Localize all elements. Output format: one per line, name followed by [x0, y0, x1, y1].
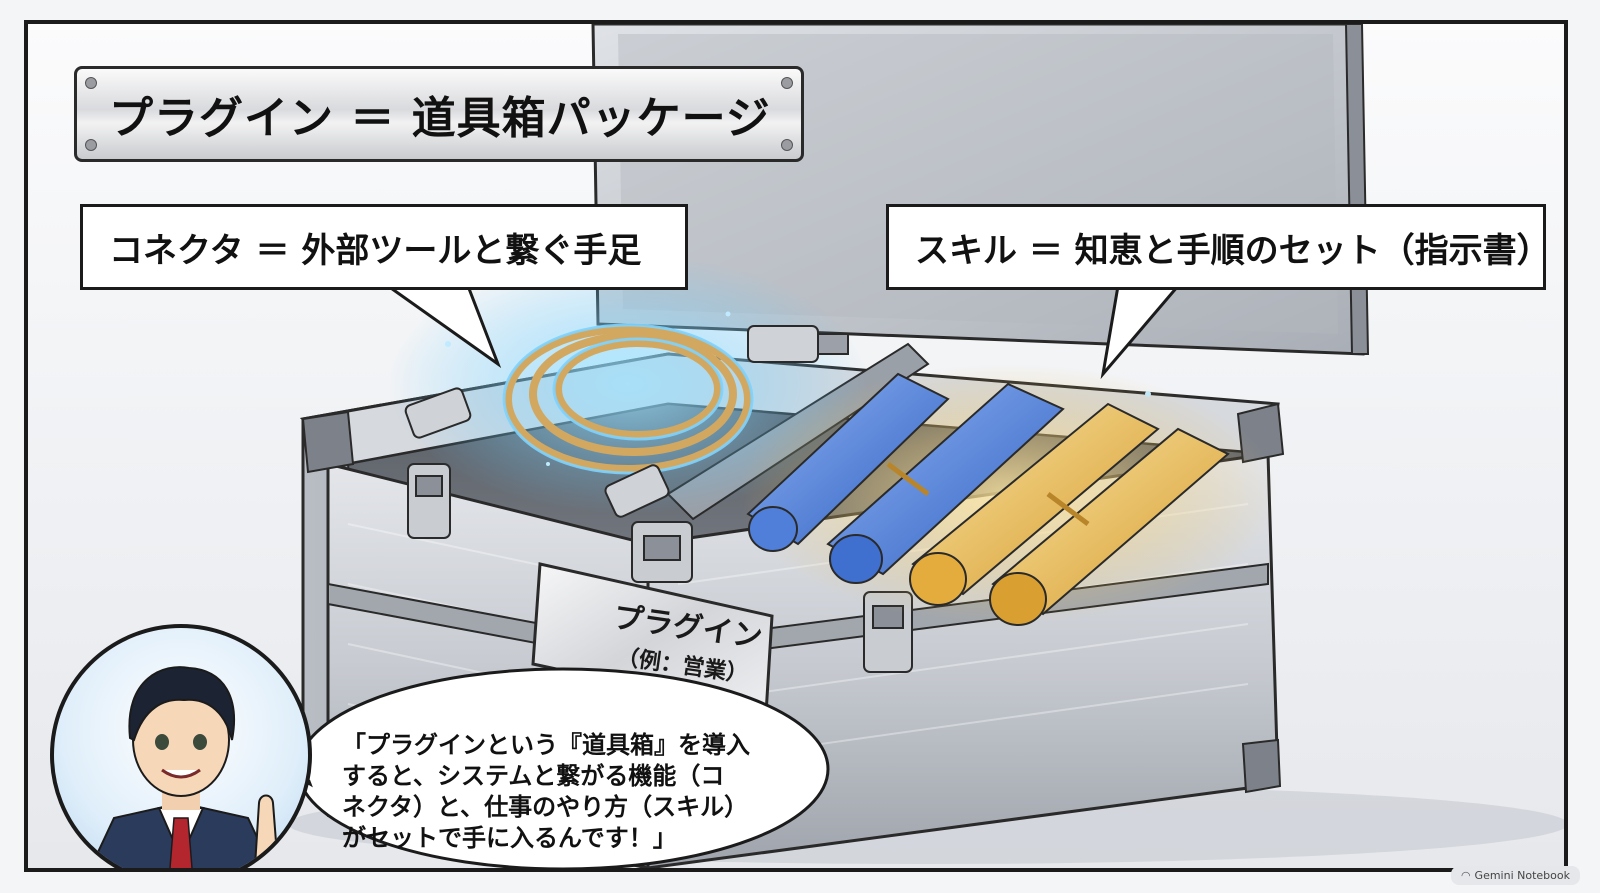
- speech-line: すると、システムと繋がる機能（コ: [342, 762, 725, 790]
- title-plate: プラグイン ＝ 道具箱パッケージ: [74, 66, 804, 162]
- screw-icon: [781, 139, 793, 151]
- comic-panel: プラグイン ＝ 道具箱パッケージ コネクタ ＝ 外部ツールと繋ぐ手足 スキル ＝…: [24, 20, 1568, 872]
- presenter-avatar: [50, 624, 312, 868]
- presenter-illustration: [89, 666, 304, 868]
- screw-icon: [85, 77, 97, 89]
- speech-line: がセットで手に入るんです！」: [342, 824, 677, 852]
- speech-line: 「プラグインという『道具箱』を導入: [342, 731, 750, 759]
- screw-icon: [781, 77, 793, 89]
- gemini-icon: ◠: [1460, 869, 1471, 882]
- presenter-speech: 「プラグインという『道具箱』を導入 すると、システムと繋がる機能（コ ネクタ）と…: [342, 730, 762, 854]
- watermark-badge: ◠ Gemini Notebook: [1450, 866, 1580, 885]
- watermark-text: Gemini Notebook: [1474, 869, 1570, 882]
- speech-line: ネクタ）と、仕事のやり方（スキル）: [342, 793, 749, 821]
- page-title: プラグイン ＝ 道具箱パッケージ: [109, 93, 771, 144]
- connector-label: コネクタ ＝ 外部ツールと繋ぐ手足: [80, 204, 688, 290]
- screw-icon: [85, 139, 97, 151]
- skill-label: スキル ＝ 知恵と手順のセット（指示書）: [886, 204, 1551, 290]
